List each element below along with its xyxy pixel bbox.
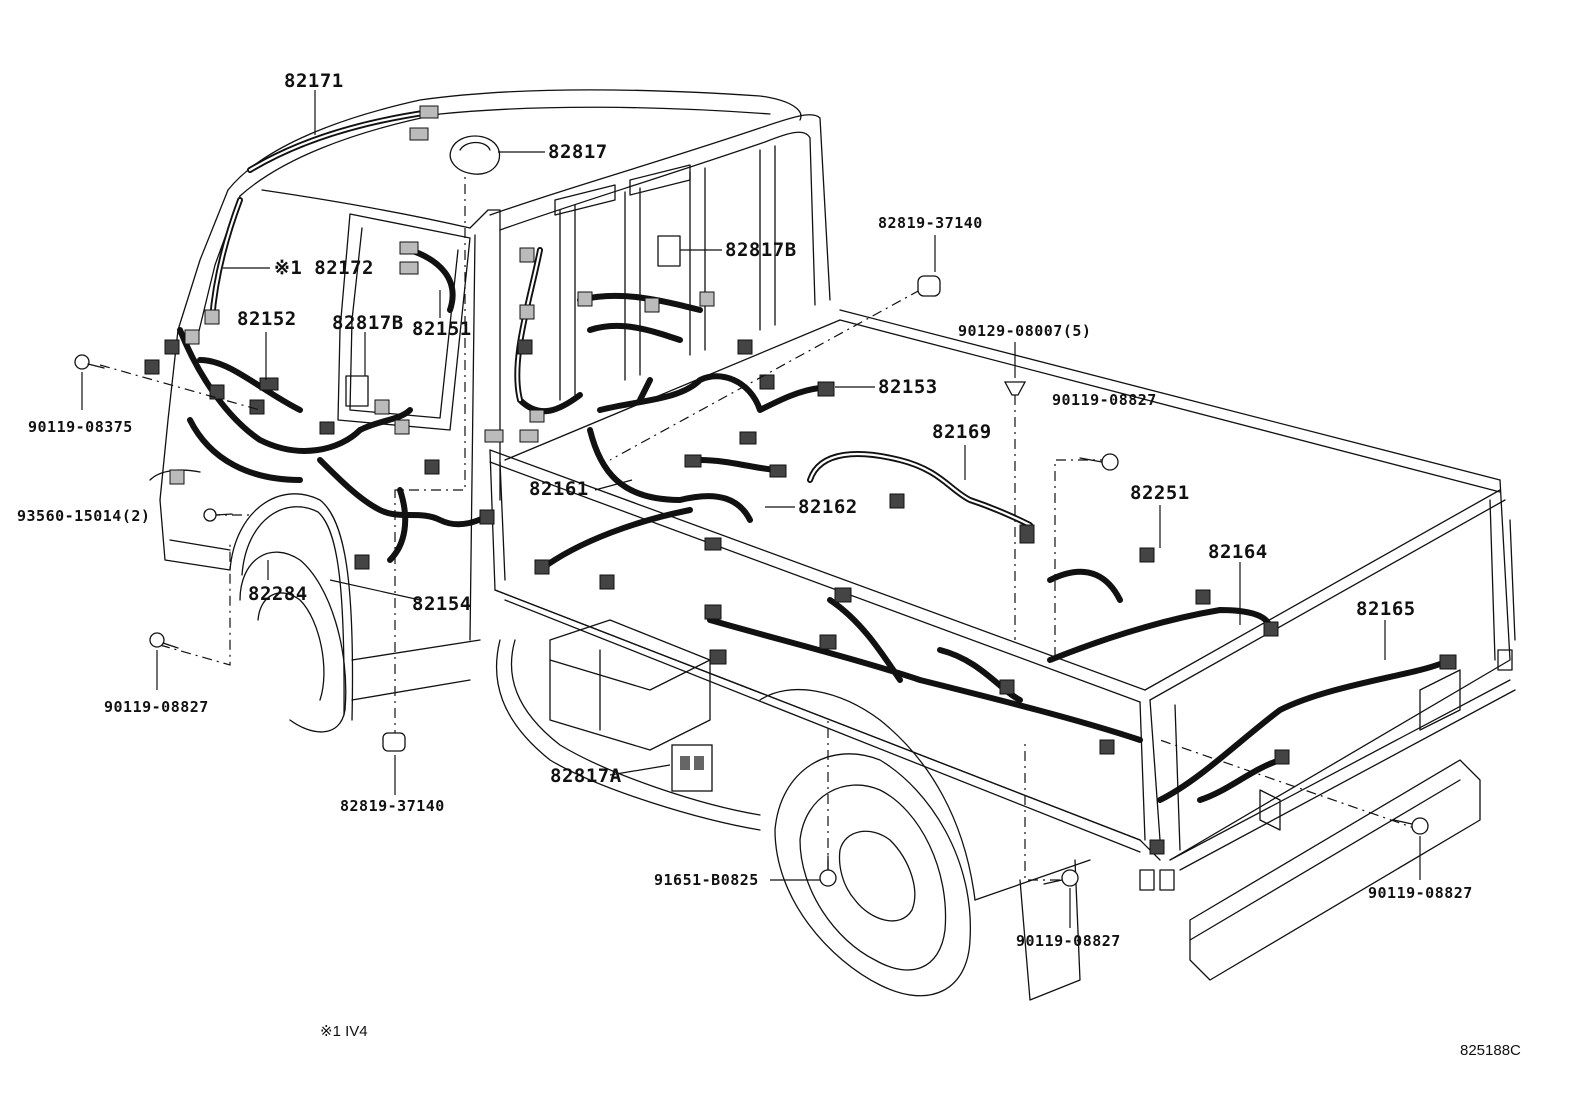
grommet-icon-82819-bottom bbox=[382, 732, 406, 752]
part-label-82154: 82154 bbox=[412, 593, 472, 615]
part-label-82152: 82152 bbox=[237, 308, 297, 330]
part-label-90119-left: 90119-08827 bbox=[104, 698, 209, 716]
part-label-90129: 90129-08007(5) bbox=[958, 322, 1092, 340]
part-label-82153: 82153 bbox=[878, 376, 938, 398]
frame-harness-82162 bbox=[534, 427, 787, 590]
bolt-icon-91651 bbox=[819, 855, 837, 887]
reference-lines bbox=[99, 140, 1421, 881]
part-label-82161: 82161 bbox=[529, 478, 589, 500]
part-label-82284: 82284 bbox=[248, 583, 308, 605]
part-label-82164: 82164 bbox=[1208, 541, 1268, 563]
relay-box-icon-82817A bbox=[671, 744, 713, 792]
bolt-icon-90119-08375 bbox=[74, 354, 105, 370]
diagram-code: 825188C bbox=[1460, 1042, 1521, 1059]
part-label-82819-bottom: 82819-37140 bbox=[340, 797, 445, 815]
part-label-82251: 82251 bbox=[1130, 482, 1190, 504]
leader-lines bbox=[81, 90, 1421, 928]
rear-harness-82164 bbox=[704, 547, 1279, 755]
floor-harness-82169 bbox=[807, 451, 1035, 544]
part-label-90119-upper-right: 90119-08827 bbox=[1052, 391, 1157, 409]
part-label-82169: 82169 bbox=[932, 421, 992, 443]
part-label-91651: 91651-B0825 bbox=[654, 871, 759, 889]
part-label-82151: 82151 bbox=[412, 318, 472, 340]
part-label-82817B-left: 82817B bbox=[332, 312, 404, 334]
part-label-90119-08375: 90119-08375 bbox=[28, 418, 133, 436]
pillar-harness-82172 bbox=[204, 197, 243, 325]
cab-guard-harness-82161 bbox=[484, 247, 715, 443]
part-label-90119-rear: 90119-08827 bbox=[1368, 884, 1473, 902]
part-label-82819-top: 82819-37140 bbox=[878, 214, 983, 232]
clip-icon-90129 bbox=[1003, 381, 1027, 396]
cab-guard-frame bbox=[489, 114, 831, 401]
grommet-icon-82817 bbox=[449, 135, 501, 175]
part-label-93560: 93560-15014(2) bbox=[17, 507, 151, 525]
part-label-82817B-right: 82817B bbox=[725, 239, 797, 261]
side-harness-82154 bbox=[317, 457, 495, 570]
cargo-bed-outline bbox=[489, 309, 1516, 871]
part-label-82817: 82817 bbox=[548, 141, 608, 163]
underbody-outline bbox=[495, 619, 1513, 1001]
part-label-82817A: 82817A bbox=[550, 765, 622, 787]
main-harness-82153 bbox=[597, 339, 835, 413]
door-harness-82151 bbox=[345, 235, 681, 435]
roof-harness-82171 bbox=[247, 105, 439, 173]
rear-harness-82165 bbox=[1149, 654, 1457, 855]
footnote: ※1 IV4 bbox=[320, 1023, 368, 1040]
grommet-icon-82819-top bbox=[917, 275, 941, 297]
part-label-82165: 82165 bbox=[1356, 598, 1416, 620]
part-label-82171: 82171 bbox=[284, 70, 344, 92]
bolt-icon-90119-bottom bbox=[1043, 869, 1079, 887]
dash-harness-82152 bbox=[144, 327, 363, 485]
bolt-icon-93560 bbox=[203, 508, 233, 522]
bolt-icon-90119-upper-right bbox=[1079, 453, 1119, 471]
part-label-82162: 82162 bbox=[798, 496, 858, 518]
part-label-82172: ※1 82172 bbox=[274, 257, 374, 279]
bolt-icon-90119-left bbox=[149, 632, 179, 649]
part-label-90119-bottom: 90119-08827 bbox=[1016, 932, 1121, 950]
cab-body-outline bbox=[149, 89, 802, 733]
bolt-icon-90119-rear bbox=[1393, 817, 1429, 835]
